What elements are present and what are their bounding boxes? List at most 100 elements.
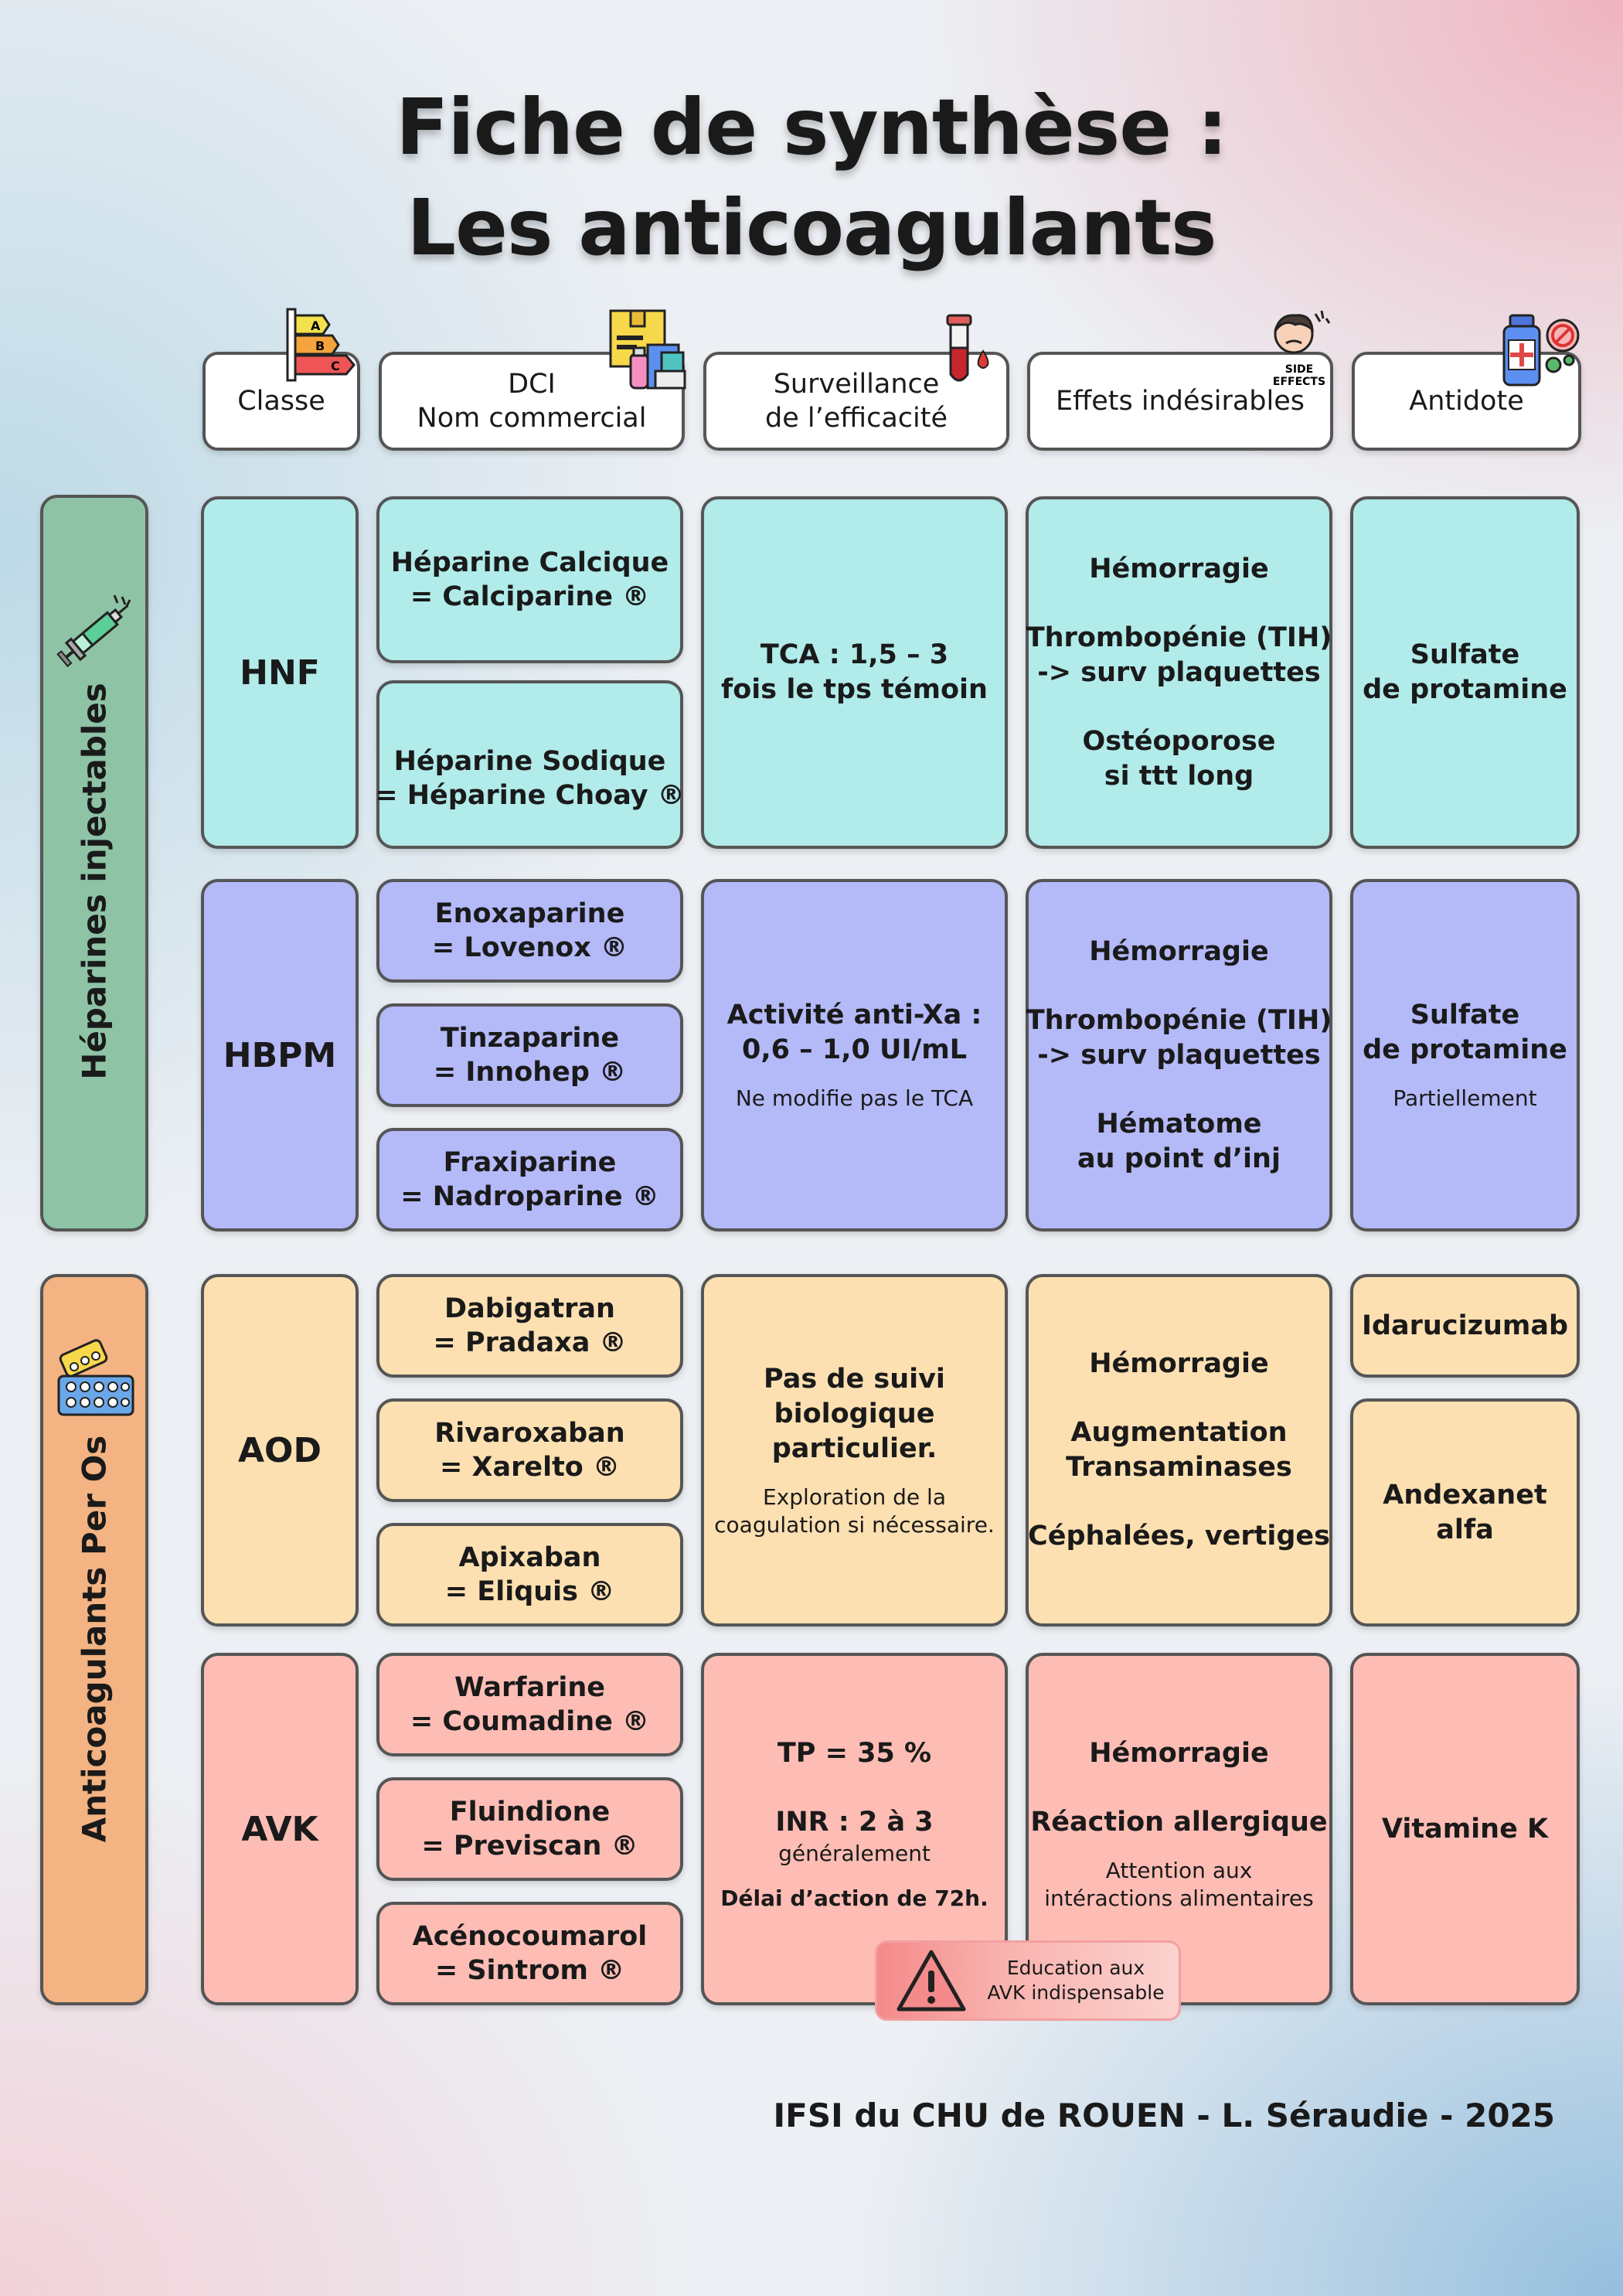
side-effects-text-2: EFFECTS (1273, 376, 1325, 388)
row-hnf-classe: HNF (201, 496, 359, 849)
warning-icon (897, 1950, 966, 2012)
avk-classe-label: AVK (241, 1809, 318, 1849)
avk-dci-2-brand: = Previscan ® (421, 1831, 638, 1862)
hbpm-dci-3: Fraxiparine = Nadroparine ® (376, 1128, 683, 1231)
hbpm-dci-1: Enoxaparine = Lovenox ® (376, 879, 683, 983)
group-per-os-label: Anticoagulants Per Os (75, 1435, 114, 1843)
aod-dci-3-brand: = Eliquis ® (444, 1576, 615, 1607)
header-effets-label: Effets indésirables (1055, 386, 1305, 417)
warning-badge: Education aux AVK indispensable (875, 1940, 1181, 2021)
aod-antidote-2: Andexanet alfa (1350, 1398, 1580, 1627)
hnf-effet-ttt-long: si ttt long (1104, 760, 1254, 792)
hbpm-surveillance-note: Ne modifie pas le TCA (735, 1085, 974, 1111)
header-effets: Effets indésirables (1027, 352, 1333, 451)
warning-line1: Education aux (1006, 1957, 1145, 1979)
hbpm-effets: Hémorragie Thrombopénie (TIH) -> surv pl… (1026, 879, 1332, 1231)
svg-text:B: B (315, 339, 325, 353)
hnf-dci-2: Héparine Sodique = Héparine Choay ® (375, 680, 685, 849)
hbpm-effet-thrombopenie: Thrombopénie (TIH) (1026, 1004, 1332, 1036)
hbpm-dci-1-brand: = Lovenox ® (431, 932, 628, 963)
avk-surveillance-tp: TP = 35 % (777, 1738, 932, 1769)
hnf-effet-hemorragie: Hémorragie (1089, 553, 1269, 584)
header-surveillance-line2: de l’efficacité (764, 403, 948, 434)
hbpm-dci-2-name: Tinzaparine (440, 1023, 620, 1054)
hnf-surveillance-line2: fois le tps témoin (721, 674, 988, 705)
aod-effet-transaminases: Transaminases (1066, 1452, 1292, 1483)
header-surveillance: Surveillance de l’efficacité (703, 352, 1009, 451)
footer-credit: IFSI du CHU de ROUEN - L. Séraudie - 202… (773, 2097, 1556, 2134)
header-antidote-label: Antidote (1409, 386, 1524, 417)
avk-dci-1: Warfarine = Coumadine ® (376, 1653, 683, 1756)
page-title: Fiche de synthèse : Les anticoagulants (0, 77, 1623, 278)
row-aod-classe: AOD (201, 1274, 359, 1627)
avk-antidote-vitamine-k: Vitamine K (1381, 1813, 1549, 1845)
hbpm-antidote-line2: de protamine (1363, 1034, 1567, 1065)
aod-dci-3: Apixaban = Eliquis ® (376, 1523, 683, 1627)
row-avk-classe: AVK (201, 1653, 359, 2005)
hbpm-antidote-line1: Sulfate (1410, 1000, 1520, 1030)
hnf-classe-label: HNF (240, 652, 320, 693)
header-antidote: Antidote (1352, 352, 1581, 451)
group-heparines-injectables: Héparines injectables (40, 495, 148, 1231)
avk-antidote: Vitamine K (1350, 1653, 1580, 2005)
header-dci: DCI Nom commercial (379, 352, 685, 451)
aod-dci-2-name: Rivaroxaban (434, 1418, 625, 1449)
medication-box-icon (609, 309, 686, 390)
hnf-antidote-line1: Sulfate (1410, 639, 1520, 670)
aod-surveillance: Pas de suivi biologique particulier. Exp… (701, 1274, 1008, 1627)
aod-classe-label: AOD (238, 1430, 322, 1470)
warning-text: Education aux AVK indispensable (973, 1956, 1179, 2005)
hnf-surveillance-line1: TCA : 1,5 – 3 (760, 639, 949, 670)
syringe-icon (56, 594, 131, 668)
aod-effet-augmentation: Augmentation (1070, 1417, 1288, 1448)
avk-surveillance-generalement: généralement (778, 1841, 931, 1866)
aod-dci-2: Rivaroxaban = Xarelto ® (376, 1398, 683, 1502)
hbpm-effet-surv-plaquettes: -> surv plaquettes (1037, 1039, 1321, 1071)
avk-dci-1-name: Warfarine (454, 1672, 605, 1703)
avk-dci-3-brand: = Sintrom ® (434, 1955, 625, 1986)
avk-dci-2: Fluindione = Previscan ® (376, 1777, 683, 1881)
avk-dci-1-brand: = Coumadine ® (410, 1706, 650, 1737)
avk-dci-3: Acénocoumarol = Sintrom ® (376, 1902, 683, 2005)
avk-dci-2-name: Fluindione (449, 1797, 611, 1828)
hnf-dci-1: Héparine Calcique = Calciparine ® (376, 496, 683, 663)
aod-dci-1-name: Dabigatran (444, 1293, 615, 1324)
aod-dci-3-name: Apixaban (458, 1542, 601, 1573)
hbpm-dci-1-name: Enoxaparine (434, 898, 625, 929)
svg-text:C: C (331, 359, 340, 373)
avk-surveillance-inr: INR : 2 à 3 (775, 1807, 934, 1838)
hbpm-effet-hematome: Hématome (1096, 1108, 1262, 1139)
hnf-dci-1-name: Héparine Calcique (390, 547, 669, 578)
hbpm-effet-hemorragie: Hémorragie (1089, 935, 1269, 967)
aod-effet-hemorragie: Hémorragie (1089, 1348, 1269, 1379)
pill-blister-icon (57, 1339, 134, 1416)
hnf-antidote-line2: de protamine (1363, 674, 1567, 705)
aod-effet-cephalees: Céphalées, vertiges (1028, 1521, 1330, 1552)
svg-text:A: A (311, 319, 321, 333)
hnf-effet-thrombopenie: Thrombopénie (TIH) (1026, 622, 1332, 653)
aod-surveillance-note2: coagulation si nécessaire. (714, 1511, 995, 1538)
header-classe-label: Classe (237, 386, 325, 417)
hnf-effets: Hémorragie Thrombopénie (TIH) -> surv pl… (1026, 496, 1332, 849)
hnf-dci-2-brand: = Héparine Choay ® (375, 780, 685, 811)
blood-test-tube-icon (946, 314, 989, 382)
group-heparines-label: Héparines injectables (75, 683, 114, 1080)
avk-effet-reaction-allergique: Réaction allergique (1030, 1807, 1328, 1838)
hbpm-dci-2-brand: = Innohep ® (433, 1057, 627, 1088)
antidote-bottle-icon (1502, 314, 1580, 387)
side-effects-icon: SIDE EFFECTS (1273, 310, 1331, 388)
hnf-effet-surv-plaquettes: -> surv plaquettes (1037, 656, 1321, 688)
aod-surveillance-note1: Exploration de la (763, 1484, 946, 1510)
warning-line2: AVK indispensable (987, 1981, 1165, 2004)
title-line-1: Fiche de synthèse : (396, 82, 1228, 172)
aod-surveillance-line1: Pas de suivi (764, 1363, 945, 1395)
avk-dci-3-name: Acénocoumarol (412, 1921, 648, 1952)
hbpm-antidote: Sulfate de protamine Partiellement (1350, 879, 1580, 1231)
aod-antidote-idarucizumab: Idarucizumab (1361, 1310, 1569, 1341)
hbpm-antidote-note: Partiellement (1393, 1085, 1537, 1111)
aod-dci-2-brand: = Xarelto ® (439, 1452, 621, 1483)
aod-dci-1: Dabigatran = Pradaxa ® (376, 1274, 683, 1378)
hbpm-effet-point-inj: au point d’inj (1077, 1143, 1281, 1174)
hnf-dci-1-brand: = Calciparine ® (410, 581, 650, 612)
aod-surveillance-line2: biologique (774, 1398, 935, 1429)
